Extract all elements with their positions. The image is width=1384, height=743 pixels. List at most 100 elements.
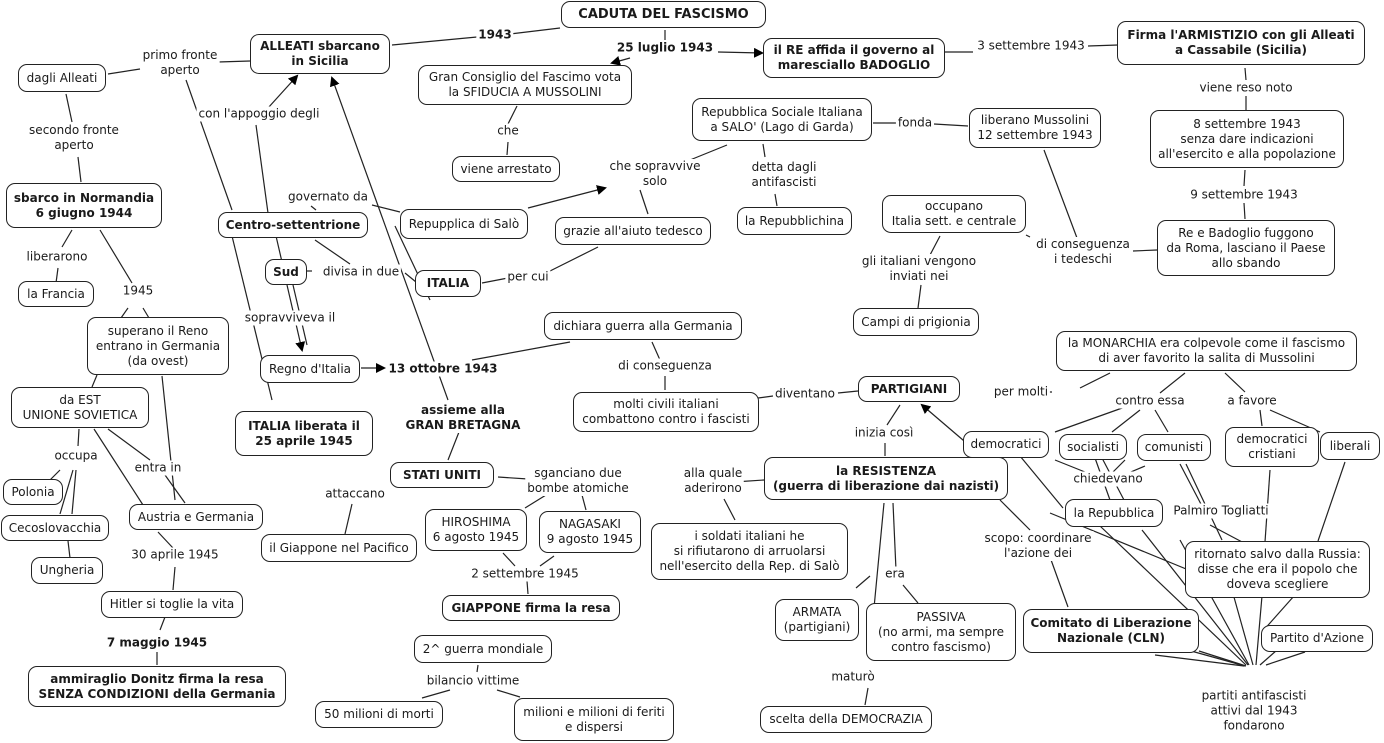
node-liberali[interactable]: liberali (1320, 432, 1380, 460)
link-label-diventano: diventano (772, 386, 838, 402)
link-label-sopravviveva: sopravviveva il (242, 310, 338, 326)
node-armata[interactable]: ARMATA (partigiani) (775, 599, 859, 641)
link-label-1945: 1945 (120, 283, 156, 299)
link-label-contro-essa: contro essa (1113, 393, 1187, 409)
link-label-detta-dagli: detta dagli antifascisti (749, 160, 819, 190)
link-label-13-ottobre-1943: 13 ottobre 1943 (386, 361, 500, 377)
node-viene-arrestato[interactable]: viene arrestato (452, 156, 560, 182)
link-label-entra-in: entra in (132, 460, 184, 476)
node-giappone-pacifico[interactable]: il Giappone nel Pacifico (261, 534, 417, 562)
node-cecoslovacchia[interactable]: Cecoslovacchia (1, 515, 109, 541)
node-armistizio[interactable]: Firma l'ARMISTIZIO con gli Alleati a Cas… (1117, 21, 1365, 65)
link-label-che-sopravvive: che sopravvive solo (607, 159, 703, 189)
node-monarchia[interactable]: la MONARCHIA era colpevole come il fasci… (1056, 331, 1357, 371)
link-label-con-appoggio: con l'appoggio degli (196, 106, 322, 122)
link-label-era: era (883, 566, 907, 582)
node-feriti-dispersi[interactable]: milioni e milioni di feriti e dispersi (514, 698, 674, 741)
link-label-palmiro-togliatti: Palmiro Togliatti (1171, 503, 1271, 519)
node-partito-azione[interactable]: Partito d'Azione (1261, 625, 1373, 652)
node-unione-sovietica[interactable]: da EST UNIONE SOVIETICA (11, 387, 149, 428)
node-occupano[interactable]: occupano Italia sett. e centrale (882, 195, 1026, 233)
node-hiroshima[interactable]: HIROSHIMA 6 agosto 1945 (425, 509, 527, 551)
node-democratici[interactable]: democratici (963, 431, 1049, 458)
link-label-occupa: occupa (52, 448, 100, 464)
link-label-primo-fronte: primo fronte aperto (140, 48, 220, 78)
node-stati-uniti[interactable]: STATI UNITI (390, 462, 494, 488)
node-regno-italia[interactable]: Regno d'Italia (260, 355, 360, 383)
node-polonia[interactable]: Polonia (3, 479, 63, 505)
link-label-per-cui: per cui (505, 269, 551, 285)
link-label-italiani-vengono: gli italiani vengono inviati nei (859, 254, 979, 284)
node-repubblichina[interactable]: la Repubblichina (737, 207, 852, 235)
node-liberano-mussolini[interactable]: liberano Mussolini 12 settembre 1943 (969, 108, 1101, 148)
node-soldati-italiani[interactable]: i soldati italiani he si rifiutarono di … (651, 523, 848, 580)
node-passiva[interactable]: PASSIVA (no armi, ma sempre contro fasci… (866, 603, 1016, 661)
link-label-9-settembre-1943: 9 settembre 1943 (1188, 187, 1300, 203)
link-label-inizia-cosi: inizia così (852, 425, 916, 441)
node-togliatti-russia[interactable]: ritornato salvo dalla Russia: disse che … (1185, 541, 1370, 598)
link-label-maturo: maturò (829, 669, 877, 685)
node-democratici-cristiani[interactable]: democratici cristiani (1225, 427, 1319, 467)
node-austria-germania[interactable]: Austria e Germania (129, 504, 263, 530)
link-label-secondo-fronte: secondo fronte aperto (27, 123, 121, 153)
node-8-settembre[interactable]: 8 settembre 1943 senza dare indicazioni … (1150, 110, 1344, 168)
link-label-scopo: scopo: coordinare l'azione dei (982, 531, 1094, 561)
node-nagasaki[interactable]: NAGASAKI 9 agosto 1945 (539, 511, 641, 553)
link-label-partiti-antifascisti: partiti antifascisti attivi dal 1943 fon… (1189, 688, 1319, 734)
node-hitler[interactable]: Hitler si toglie la vita (101, 591, 243, 618)
node-dagli-alleati[interactable]: dagli Alleati (18, 64, 106, 92)
node-partigiani[interactable]: PARTIGIANI (858, 376, 960, 402)
link-label-chiedevano: chiedevano (1071, 471, 1145, 487)
link-label-che: che (495, 123, 521, 139)
node-la-repubblica[interactable]: la Repubblica (1065, 499, 1163, 527)
node-re-badoglio-fuggono[interactable]: Re e Badoglio fuggono da Roma, lasciano … (1157, 220, 1335, 276)
node-aiuto-tedesco[interactable]: grazie all'aiuto tedesco (555, 217, 711, 245)
link-label-alla-quale: alla quale aderirono (681, 466, 745, 496)
link-label-per-molti: per molti (991, 384, 1051, 400)
link-label-2-settembre-1945: 2 settembre 1945 (469, 566, 581, 582)
link-label-30-aprile-1945: 30 aprile 1945 (129, 547, 221, 563)
node-rsi-salo[interactable]: Repubblica Sociale Italiana a SALO' (Lag… (692, 98, 872, 141)
link-label-1943: 1943 (476, 27, 514, 43)
link-label-sganciano: sganciano due bombe atomiche (525, 466, 631, 496)
link-label-a-favore: a favore (1225, 393, 1279, 409)
node-la-francia[interactable]: la Francia (18, 281, 94, 307)
node-italia-liberata[interactable]: ITALIA liberata il 25 aprile 1945 (235, 411, 373, 456)
node-caduta-del-fascismo[interactable]: CADUTA DEL FASCISMO (561, 1, 766, 28)
node-superano-reno[interactable]: superano il Reno entrano in Germania (da… (87, 317, 229, 375)
node-comunisti[interactable]: comunisti (1137, 434, 1211, 461)
node-campi-prigionia[interactable]: Campi di prigionia (853, 308, 979, 336)
link-label-governato-da: governato da (286, 189, 370, 205)
node-alleati-sicilia[interactable]: ALLEATI sbarcano in Sicilia (250, 34, 390, 74)
link-label-divisa-in-due: divisa in due (320, 264, 402, 280)
link-label-attaccano: attaccano (323, 486, 387, 502)
link-label-viene-reso-noto: viene reso noto (1197, 80, 1295, 96)
node-socialisti[interactable]: socialisti (1059, 434, 1127, 460)
node-centro-settentrione[interactable]: Centro-settentrione (218, 212, 368, 238)
link-label-assieme-gran-bretagna: assieme alla GRAN BRETAGNA (403, 403, 523, 433)
link-label-3-settembre-1943: 3 settembre 1943 (975, 38, 1087, 54)
node-50-milioni-morti[interactable]: 50 milioni di morti (315, 701, 443, 728)
link-label-di-conseguenza: di conseguenza (616, 358, 714, 374)
node-donitz[interactable]: ammiraglio Donitz firma la resa SENZA CO… (28, 666, 286, 707)
node-giappone-resa[interactable]: GIAPPONE firma la resa (442, 595, 620, 621)
link-label-7-maggio-1945: 7 maggio 1945 (104, 635, 210, 651)
node-sud[interactable]: Sud (265, 259, 307, 285)
link-label-di-conseguenza-tedeschi: di conseguenza i tedeschi (1034, 237, 1132, 267)
node-scelta-democrazia[interactable]: scelta della DEMOCRAZIA (760, 706, 932, 733)
node-italia[interactable]: ITALIA (415, 270, 481, 297)
node-re-badoglio[interactable]: il RE affida il governo al maresciallo B… (763, 38, 945, 78)
node-ungheria[interactable]: Ungheria (31, 557, 103, 584)
link-label-bilancio-vittime: bilancio vittime (424, 673, 522, 689)
node-repupplica-salo[interactable]: Repupplica di Salò (400, 209, 528, 239)
node-gran-consiglio[interactable]: Gran Consiglio del Fascimo vota la SFIDU… (418, 65, 632, 105)
node-molti-civili[interactable]: molti civili italiani combattono contro … (573, 392, 759, 432)
link-label-25-luglio-1943: 25 luglio 1943 (614, 40, 716, 56)
node-cln[interactable]: Comitato di Liberazione Nazionale (CLN) (1023, 609, 1199, 653)
node-2-guerra-mondiale[interactable]: 2^ guerra mondiale (414, 635, 552, 663)
node-sbarco-normandia[interactable]: sbarco in Normandia 6 giugno 1944 (6, 183, 162, 228)
node-resistenza[interactable]: la RESISTENZA (guerra di liberazione dai… (764, 457, 1008, 500)
node-dichiara-guerra[interactable]: dichiara guerra alla Germania (544, 312, 742, 340)
link-label-fonda: fonda (895, 115, 935, 131)
